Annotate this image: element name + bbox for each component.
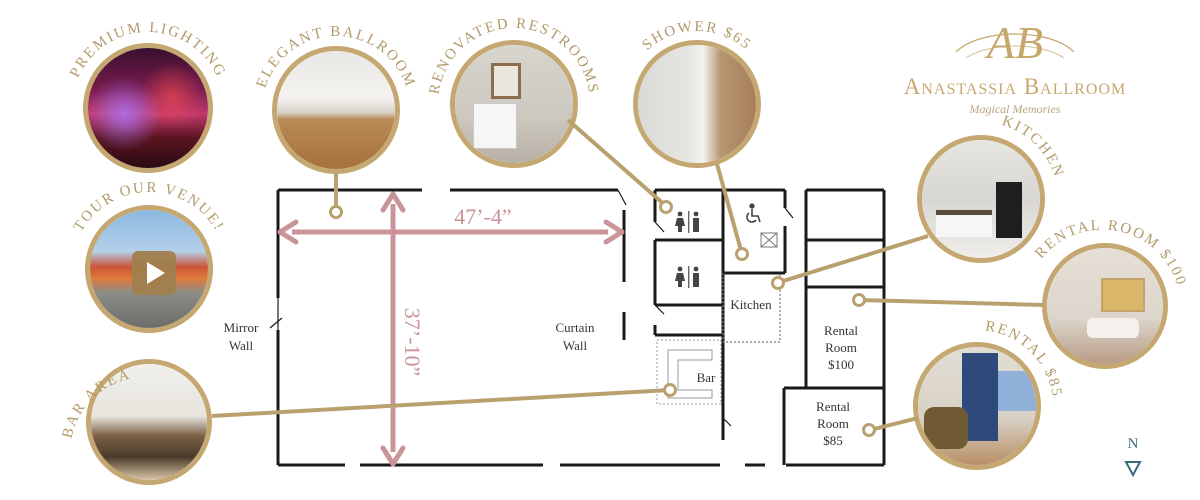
height-dimension-label: 37’-10” [400,308,425,376]
width-dimension-label: 47’-4” [454,204,511,229]
elegant-ballroom-photo[interactable] [272,46,400,174]
monogram-text: AB [984,17,1043,68]
wheelchair-icon [746,203,761,223]
rental-room-100-label: Room [825,340,857,355]
premium-lighting-photo[interactable] [83,43,213,173]
renovated-restrooms-photo[interactable] [450,40,578,168]
bar-area-label: BAR AREA [60,366,133,439]
rental-room-100-photo[interactable] [1042,243,1168,369]
brand-logo: AB Anastassia Ballroom Magical Memories [870,8,1160,118]
height-dimension-arrow [380,191,406,467]
shower-photo[interactable] [633,40,761,168]
rental-85-photo[interactable] [913,342,1041,470]
north-label: N [1127,436,1139,452]
renovated-restrooms-label: RENOVATED RESTROOMS [427,16,602,96]
floorplan-walls [276,188,886,467]
north-arrow-icon [1124,461,1142,478]
curtain-wall-label: Wall [563,338,588,353]
elegant-ballroom-label: ELEGANT BALLROOM [254,24,419,90]
rental-85-photo-label: RENTAL $85 [984,318,1065,399]
premium-lighting-label: PREMIUM LIGHTING [67,20,229,80]
shower-label: SHOWER $65 [639,19,754,54]
kitchen-area-outline [722,273,781,343]
restroom-icon [675,266,699,288]
tour-venue-video-thumbnail[interactable] [85,205,213,333]
curtain-wall-label: Curtain [556,320,595,335]
brand-title: Anastassia Ballroom [903,74,1127,99]
bar-counter [656,339,722,405]
width-dimension-arrow [277,219,625,245]
rental-room-100-label: Rental [824,323,858,338]
rental-room-100-label: $100 [828,357,854,372]
rental-room-85-label: Rental [816,399,850,414]
brand-tagline: Magical Memories [969,102,1061,116]
kitchen-label: Kitchen [730,297,772,312]
bar-label: Bar [697,370,716,385]
rental-room-85-label: $85 [823,433,843,448]
play-icon[interactable] [132,251,176,295]
rental-room-100-photo-label: RENTAL ROOM $100 [1032,217,1189,288]
callout-markers [329,200,876,437]
restroom-icon [675,211,699,233]
bar-area-photo[interactable] [86,359,212,485]
shower-fixture [760,232,778,248]
kitchen-photo[interactable] [917,135,1045,263]
callout-lines [211,118,1045,432]
tour-venue-label: TOUR OUR VENUE! [71,180,227,235]
mirror-wall-label: Mirror [224,320,259,335]
monogram-mark: AB [955,17,1075,68]
rental-room-85-label: Room [817,416,849,431]
door-swings [269,189,794,427]
kitchen-photo-label: KITCHEN [1000,113,1067,180]
mirror-wall-label: Wall [229,338,254,353]
